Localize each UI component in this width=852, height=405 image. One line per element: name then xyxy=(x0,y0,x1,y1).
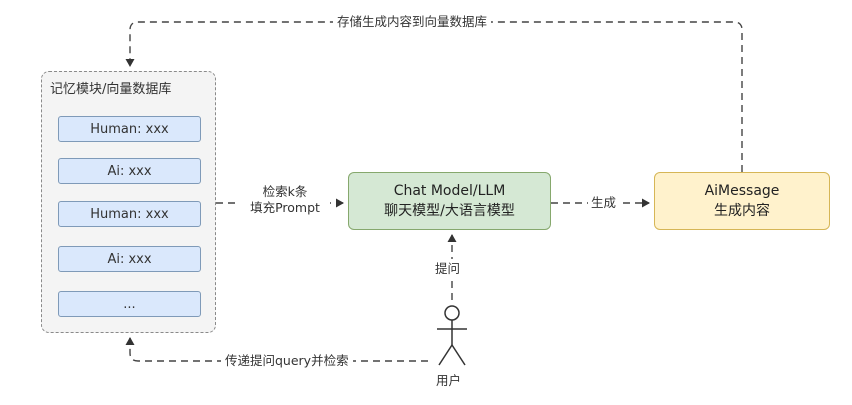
user-label: 用户 xyxy=(436,373,462,388)
ai-message-title: AiMessage xyxy=(704,183,780,199)
memory-item: Ai: xxx xyxy=(58,158,201,184)
llm-title: Chat Model/LLM xyxy=(393,183,506,199)
ai-message-box: AiMessage 生成内容 xyxy=(654,172,830,230)
store-edge xyxy=(125,21,743,172)
retrieve-label-line1: 检索k条 xyxy=(262,184,308,199)
memory-module: 记忆模块/向量数据库 Human: xxx Ai: xxx Human: xxx… xyxy=(41,71,216,333)
memory-item: Human: xxx xyxy=(58,201,201,227)
query-edge xyxy=(125,337,428,362)
retrieve-label-line2: 填充Prompt xyxy=(250,200,320,215)
memory-title: 记忆模块/向量数据库 xyxy=(50,82,172,97)
memory-item: Ai: xxx xyxy=(58,246,201,272)
ask-edge-label: 提问 xyxy=(435,259,461,279)
memory-item: Human: xxx xyxy=(58,116,201,142)
generate-edge-label: 生成 xyxy=(588,195,620,211)
ai-message-subtitle: 生成内容 xyxy=(714,203,770,219)
llm-subtitle: 聊天模型/大语言模型 xyxy=(384,203,515,219)
user-icon xyxy=(437,305,467,366)
query-edge-label: 传递提问query并检索 xyxy=(221,353,353,369)
retrieve-edge-label: 检索k条 填充Prompt xyxy=(240,184,330,216)
llm-box: Chat Model/LLM 聊天模型/大语言模型 xyxy=(348,172,551,230)
memory-item: ... xyxy=(58,291,201,317)
store-edge-label: 存储生成内容到向量数据库 xyxy=(333,14,492,30)
